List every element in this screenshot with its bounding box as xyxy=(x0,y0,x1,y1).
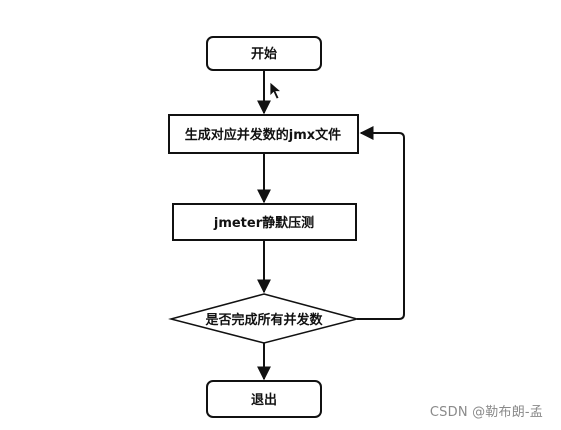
jmeter-silent-test-node-label: jmeter静默压测 xyxy=(213,215,314,231)
generate-jmx-node: 生成对应并发数的jmx文件 xyxy=(168,114,359,154)
start-node-label: 开始 xyxy=(251,46,277,62)
exit-node: 退出 xyxy=(206,380,322,418)
csdn-watermark: CSDN @勒布朗-孟 xyxy=(429,405,543,420)
generate-jmx-node-label: 生成对应并发数的jmx文件 xyxy=(185,127,341,143)
exit-node-box xyxy=(206,380,322,418)
arrow-decision-loop-to-generate xyxy=(357,126,405,320)
decision-all-done-node-label: 是否完成所有并发数 xyxy=(204,312,323,328)
jmeter-silent-test-node: jmeter静默压测 xyxy=(172,203,357,241)
generate-jmx-node-box xyxy=(168,114,359,154)
start-node: 开始 xyxy=(206,36,322,71)
decision-all-done-node: 是否完成所有并发数 xyxy=(168,293,360,344)
mouse-pointer-icon xyxy=(269,81,283,100)
exit-node-label: 退出 xyxy=(251,392,277,408)
